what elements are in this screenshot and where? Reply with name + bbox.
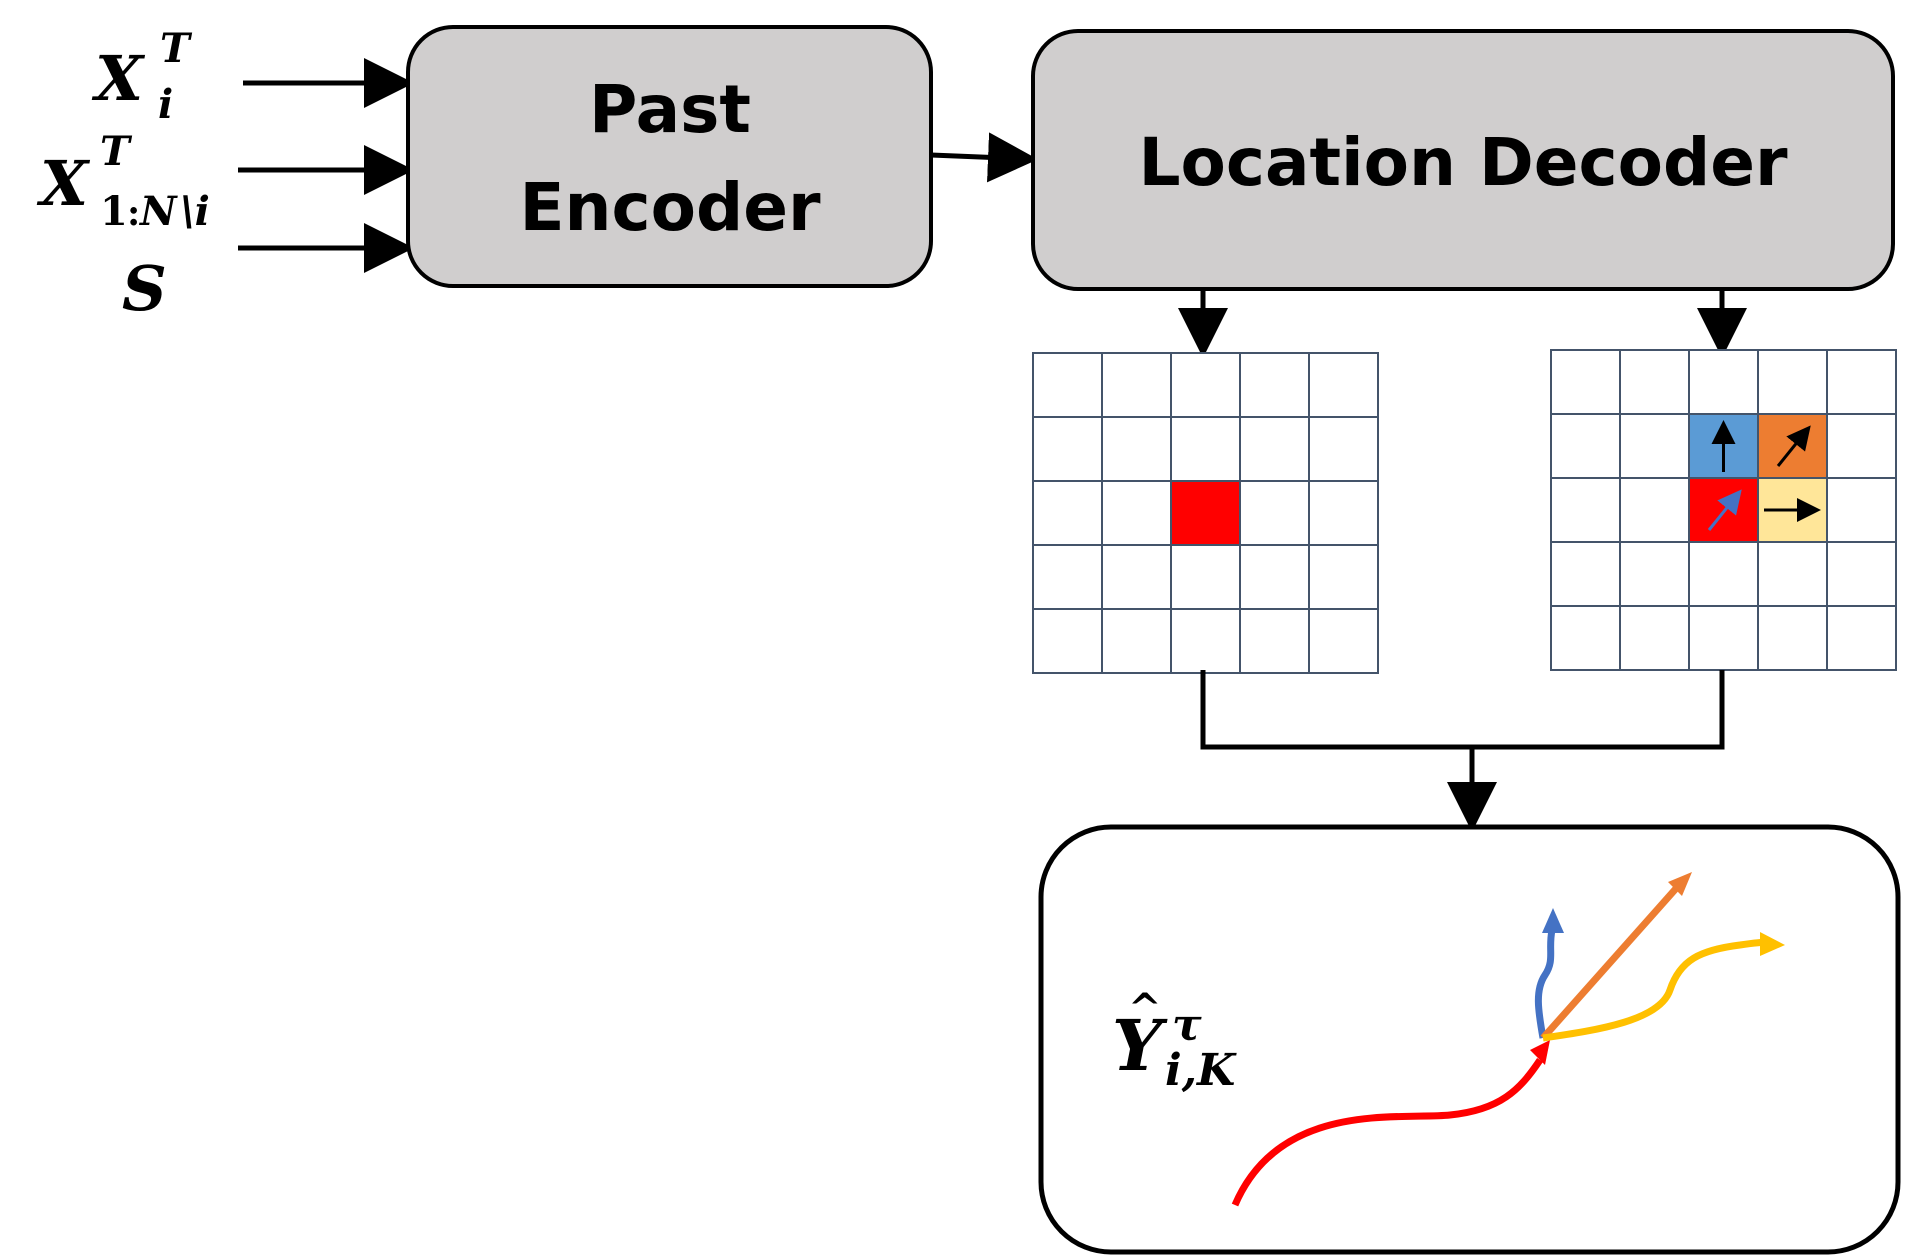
offset-grid (1550, 349, 1897, 671)
grid-cell (1826, 605, 1897, 671)
grid-cell (1688, 605, 1759, 671)
grid-cell (1170, 608, 1241, 674)
past-trajectory-arrowhead (1530, 1040, 1550, 1065)
grid-cell (1032, 544, 1103, 610)
input-xi-label: X T i (91, 25, 193, 128)
blue-predicted-trajectory (1534, 929, 1556, 1039)
blue-trajectory-arrowhead (1542, 908, 1564, 933)
grid-cell (1826, 477, 1897, 543)
grid-cell (1757, 605, 1828, 671)
grid-cell (1757, 349, 1828, 415)
grid-cell (1239, 544, 1310, 610)
grid-cell (1032, 480, 1103, 546)
location-grid (1032, 352, 1379, 674)
grid-cell (1170, 416, 1241, 482)
grid-cell (1619, 349, 1690, 415)
svg-text:i,K: i,K (1165, 1045, 1237, 1096)
output-label: Y ^ τ i,K (1112, 985, 1237, 1096)
svg-text:X: X (36, 147, 91, 220)
svg-text:X: X (91, 42, 146, 115)
svg-text:i: i (158, 81, 173, 128)
trajectory-illustration (1231, 872, 1785, 1207)
grid-cell (1032, 352, 1103, 418)
grid-cell (1239, 416, 1310, 482)
grid-cell (1308, 416, 1379, 482)
grid-cell (1619, 605, 1690, 671)
grid-cell (1032, 608, 1103, 674)
grid-cell (1550, 541, 1621, 607)
grid-cell (1239, 608, 1310, 674)
grid-cell (1170, 352, 1241, 418)
orange-predicted-trajectory (1540, 881, 1683, 1041)
decoder-label: Location Decoder (1138, 124, 1788, 201)
svg-text:N: N (138, 188, 178, 235)
svg-text:T: T (100, 128, 133, 175)
past-encoder-box: Past Encoder (406, 25, 933, 288)
grid-cell (1550, 413, 1621, 479)
svg-text::: : (127, 192, 140, 234)
encoder-label-line1: Past (589, 71, 751, 148)
grid-cell (1826, 413, 1897, 479)
input-s-label: S (122, 252, 167, 325)
arrow-encoder-to-decoder (930, 132, 1038, 183)
svg-text:S: S (122, 252, 167, 325)
grid-cell (1101, 416, 1172, 482)
grid-cell (1550, 477, 1621, 543)
merge-connector (1200, 670, 1725, 750)
grid-cell (1308, 480, 1379, 546)
svg-text:^: ^ (1128, 985, 1162, 1032)
grid-cell (1170, 544, 1241, 610)
offset-arrow (1776, 425, 1811, 467)
grid-cell (1757, 541, 1828, 607)
svg-text:\i: \i (180, 188, 210, 235)
grid-cell (1101, 608, 1172, 674)
location-decoder-box: Location Decoder (1031, 29, 1895, 291)
grid-cell (1308, 352, 1379, 418)
grid-cell (1550, 605, 1621, 671)
grid-cell (1826, 541, 1897, 607)
grid-cell (1619, 541, 1690, 607)
grid-cell (1688, 541, 1759, 607)
grid-cell (1619, 477, 1690, 543)
grid-cell (1308, 608, 1379, 674)
grid-cell (1688, 349, 1759, 415)
orange-trajectory-arrowhead (1668, 872, 1692, 896)
grid-cell (1550, 349, 1621, 415)
svg-text:T: T (160, 25, 193, 72)
yellow-trajectory-arrowhead (1760, 932, 1785, 956)
grid-cell (1101, 480, 1172, 546)
output-box (1038, 824, 1901, 1255)
past-trajectory (1231, 1058, 1543, 1207)
yellow-predicted-trajectory (1542, 938, 1773, 1042)
grid-cell (1308, 544, 1379, 610)
grid-cell (1239, 480, 1310, 546)
grid-cell (1032, 416, 1103, 482)
input-xothers-label: X T 1 : N \i (36, 128, 210, 235)
grid-cell (1826, 349, 1897, 415)
grid-cell (1101, 544, 1172, 610)
grid-cell (1101, 352, 1172, 418)
encoder-label-line2: Encoder (519, 169, 821, 246)
highlighted-cell (1170, 480, 1241, 546)
svg-text:Y: Y (1112, 1004, 1168, 1087)
grid-cell (1619, 413, 1690, 479)
svg-text:τ: τ (1172, 1000, 1202, 1051)
offset-arrow (1707, 489, 1742, 531)
grid-cell (1239, 352, 1310, 418)
svg-text:1: 1 (100, 188, 128, 235)
